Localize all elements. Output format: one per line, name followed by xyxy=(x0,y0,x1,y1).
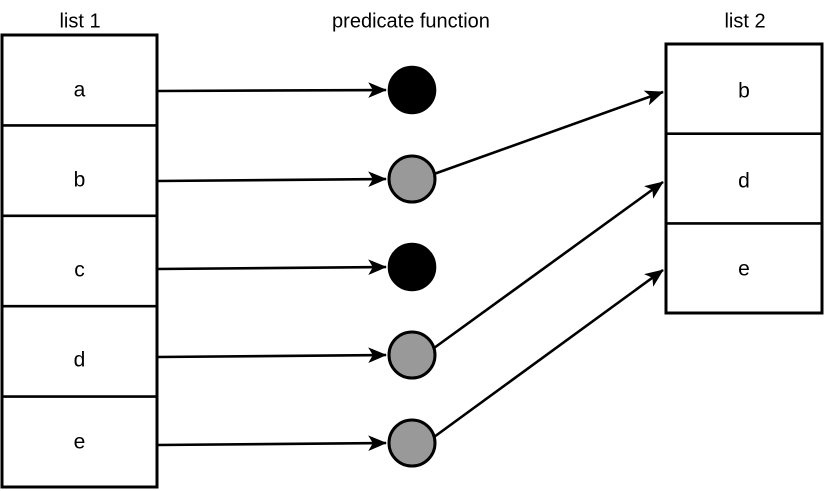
list1-cell-e[interactable]: e xyxy=(74,431,86,454)
output-edge-e xyxy=(433,268,664,439)
input-edge-e xyxy=(156,435,387,451)
input-edge-c xyxy=(156,259,387,275)
list1-box xyxy=(0,33,159,489)
list2-cell-d[interactable]: d xyxy=(738,170,750,193)
output-edge-b xyxy=(433,90,664,176)
output-edges-group xyxy=(433,90,664,439)
input-edges-group xyxy=(156,82,387,451)
list1-title: list 1 xyxy=(59,10,100,32)
predicate-node-d-circle[interactable] xyxy=(387,330,437,380)
predicate-function-title: predicate function xyxy=(332,10,490,32)
input-edge-d xyxy=(156,347,387,363)
predicate-node-b-circle[interactable] xyxy=(387,154,437,204)
list2-group: b d e xyxy=(664,42,824,315)
column-titles: list 1 predicate function list 2 xyxy=(59,10,765,32)
predicate-node-a-circle[interactable] xyxy=(387,65,437,115)
list2-cell-b[interactable]: b xyxy=(738,80,750,103)
input-edge-b xyxy=(156,171,387,187)
predicate-node-c-circle[interactable] xyxy=(387,242,437,292)
list1-cell-c[interactable]: c xyxy=(74,259,85,282)
list2-title: list 2 xyxy=(724,10,765,32)
list1-group: a b c d e xyxy=(0,33,159,489)
predicate-node-e-circle[interactable] xyxy=(387,418,437,468)
output-edge-d xyxy=(433,180,664,350)
list2-box xyxy=(664,42,824,315)
list1-cell-a[interactable]: a xyxy=(74,79,86,102)
list1-cell-b[interactable]: b xyxy=(74,169,86,192)
input-edge-a xyxy=(156,82,387,98)
list2-cell-e[interactable]: e xyxy=(738,258,750,281)
predicate-nodes-group xyxy=(387,65,437,468)
list1-cell-d[interactable]: d xyxy=(74,349,86,372)
